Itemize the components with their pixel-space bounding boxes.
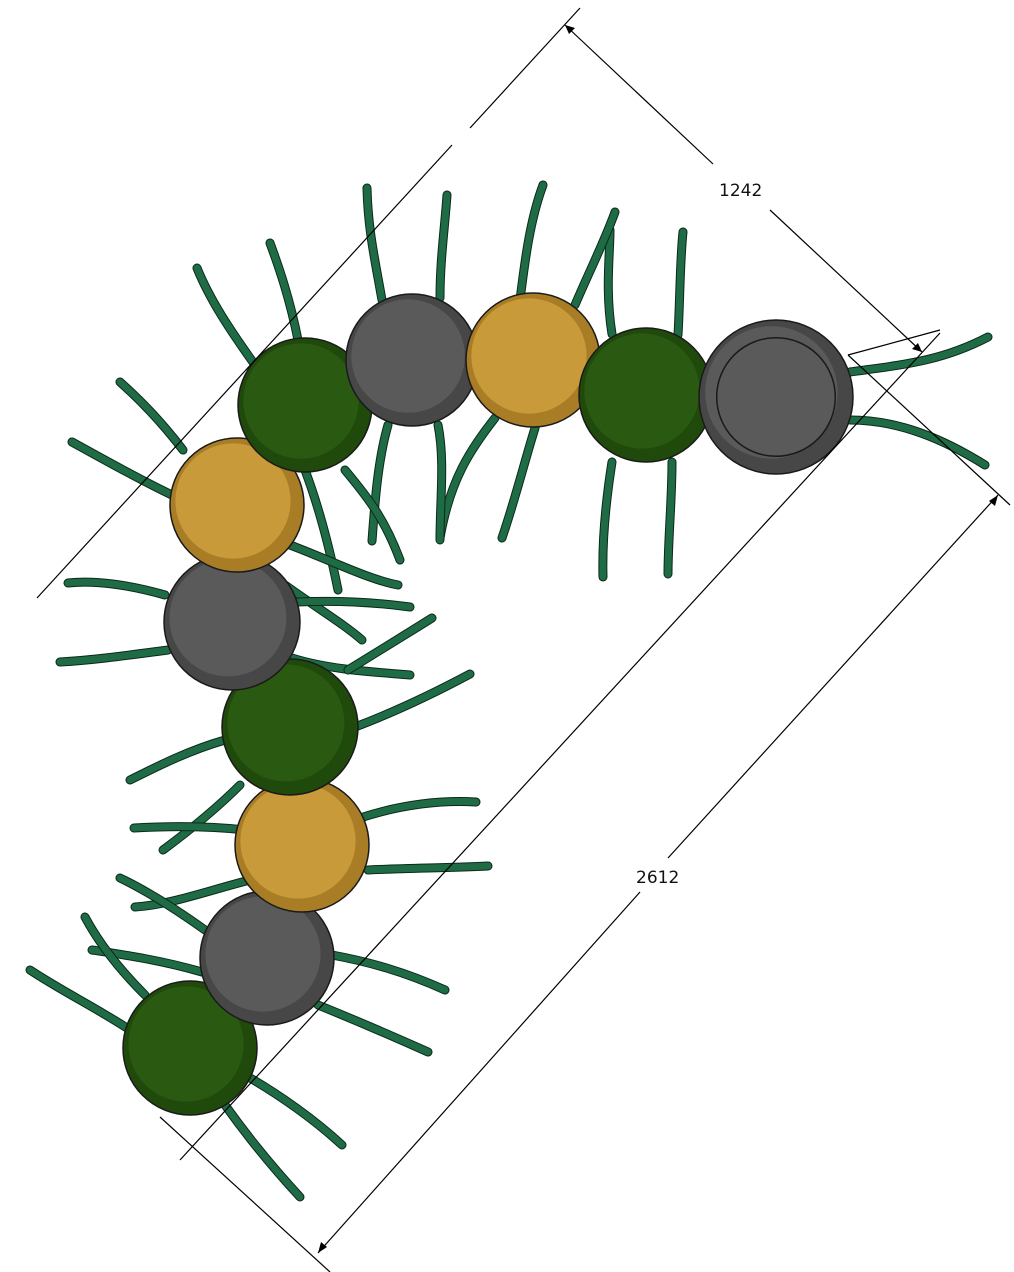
length-dimension-line-a (667, 494, 999, 859)
length-extension-line-bottom (159, 1116, 331, 1272)
segment-face (471, 298, 587, 414)
leg (571, 208, 619, 309)
width-extension-line-right (847, 329, 941, 356)
body-segment-3 (465, 292, 601, 428)
leg (344, 614, 436, 674)
segment-face (240, 783, 356, 899)
width-dimension-line-a (564, 24, 714, 165)
leg (436, 191, 451, 302)
length-label: 2612 (636, 868, 679, 888)
leg (193, 264, 259, 369)
dimension-width: 1242 (469, 7, 941, 356)
body-segment-8 (221, 658, 359, 796)
leg (116, 378, 187, 454)
leg (81, 913, 149, 999)
leg (599, 458, 616, 581)
width-arrow-top (565, 25, 575, 34)
leg (498, 424, 539, 542)
leg (368, 421, 392, 545)
leg-outline (845, 415, 990, 470)
segment-face (128, 986, 244, 1102)
leg (286, 541, 402, 589)
leg (56, 646, 172, 666)
body-segment-2 (578, 327, 714, 463)
leg (26, 966, 134, 1034)
leg (301, 466, 342, 594)
segment-face (227, 664, 345, 782)
antenna (846, 333, 992, 376)
length-arrow-bottom (318, 1242, 327, 1253)
length-dimension-line-b (317, 891, 641, 1254)
width-extension-line-top (469, 7, 581, 129)
leg (341, 466, 404, 564)
leg (159, 781, 244, 854)
segment-face (169, 559, 287, 677)
leg (241, 1071, 346, 1149)
segment-face (351, 299, 465, 413)
segment-face (243, 343, 359, 459)
leg (363, 184, 386, 304)
segment-face (175, 443, 291, 559)
leg (130, 823, 249, 834)
leg (64, 578, 169, 599)
body-segment-4 (345, 293, 479, 427)
body-segment-10 (199, 890, 335, 1026)
leg (294, 597, 414, 611)
leg (221, 1101, 304, 1201)
leg (516, 181, 547, 304)
width-label: 1242 (719, 181, 762, 201)
body-tail (122, 980, 258, 1116)
body-head (698, 319, 854, 475)
leg (116, 874, 209, 934)
leg (266, 239, 302, 344)
head-ring (715, 336, 837, 458)
leg (328, 951, 449, 994)
width-dimension-line-b (769, 209, 923, 353)
dimension-length: 2612 (36, 144, 1011, 1272)
body-segment-6 (169, 437, 305, 573)
leg (364, 862, 492, 874)
leg (314, 1001, 432, 1056)
legs-group (25, 180, 993, 1202)
length-extension-line-right (179, 332, 941, 1161)
segment-face (705, 326, 838, 459)
leg (68, 438, 176, 499)
leg (604, 226, 616, 338)
leg (356, 798, 480, 822)
body-segment-9 (234, 777, 370, 913)
leg (351, 670, 474, 731)
length-extension-line-left (36, 144, 453, 599)
length-arrow-top (989, 495, 998, 506)
segments-group (122, 292, 854, 1116)
leg (131, 876, 254, 911)
length-extension-line-top (847, 354, 1011, 506)
leg (434, 421, 446, 544)
antenna (846, 416, 989, 469)
leg (281, 581, 366, 644)
body-segment-5 (237, 337, 373, 473)
width-arrow-bottom (912, 343, 922, 352)
leg (674, 228, 687, 339)
leg (126, 736, 229, 784)
segment-face (205, 896, 321, 1012)
leg (664, 458, 676, 578)
segment-face (584, 333, 700, 449)
body-segment-7 (163, 553, 301, 691)
leg-outline (435, 413, 500, 543)
